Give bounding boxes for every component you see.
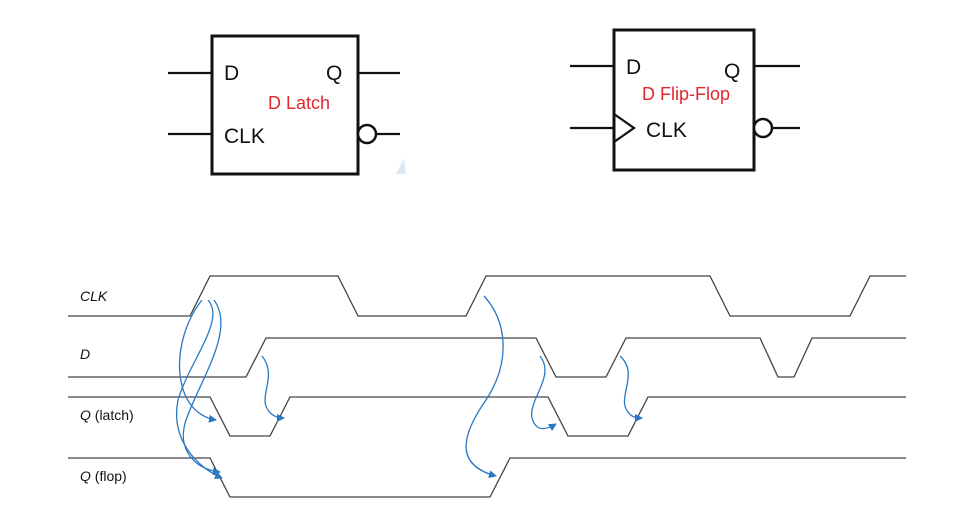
- latch-body: [210, 34, 360, 176]
- flipflop-title: D Flip-Flop: [642, 84, 730, 104]
- arrow-clk-to-q-flop-2: [465, 295, 504, 479]
- waveform-q-flop: [68, 457, 906, 498]
- timing-diagram: CLK D Q (latch) Q (flop): [68, 275, 906, 498]
- flipflop-pin-q: Q: [724, 60, 740, 83]
- signal-label-q-latch: Q (latch): [80, 407, 134, 423]
- latch-qbar-bubble: [356, 123, 378, 145]
- latch-title: D Latch: [268, 93, 330, 113]
- flipflop-clock-triangle: [613, 113, 636, 143]
- arrow-d-to-q-latch-2: [531, 355, 557, 432]
- arrow-clk-to-q-latch-2: [176, 299, 223, 479]
- signal-label-q-flop: Q (flop): [80, 468, 127, 484]
- d-flipflop-symbol: D Q CLK D Flip-Flop: [570, 28, 800, 172]
- latch-pin-clk: CLK: [224, 125, 265, 148]
- flipflop-pin-clk: CLK: [646, 119, 687, 142]
- waveform-d: [68, 337, 906, 378]
- latch-pin-d: D: [224, 62, 239, 85]
- flipflop-pin-d: D: [626, 56, 641, 79]
- arrow-d-to-q-latch-1: [261, 355, 285, 422]
- arrow-clk-to-q-latch: [178, 299, 217, 423]
- waveform-q-latch: [68, 396, 906, 437]
- signal-label-d: D: [80, 346, 90, 362]
- flipflop-qbar-bubble: [752, 117, 774, 139]
- latch-pin-q: Q: [326, 62, 342, 85]
- arrow-d-to-q-latch-3: [619, 355, 643, 422]
- signal-label-clk: CLK: [80, 288, 108, 304]
- d-latch-symbol: D Q CLK D Latch: [168, 34, 400, 176]
- flipflop-body: [612, 28, 756, 172]
- decorative-mark: [396, 158, 406, 174]
- arrow-clk-to-q-flop: [182, 299, 222, 476]
- waveform-clk: [68, 275, 906, 317]
